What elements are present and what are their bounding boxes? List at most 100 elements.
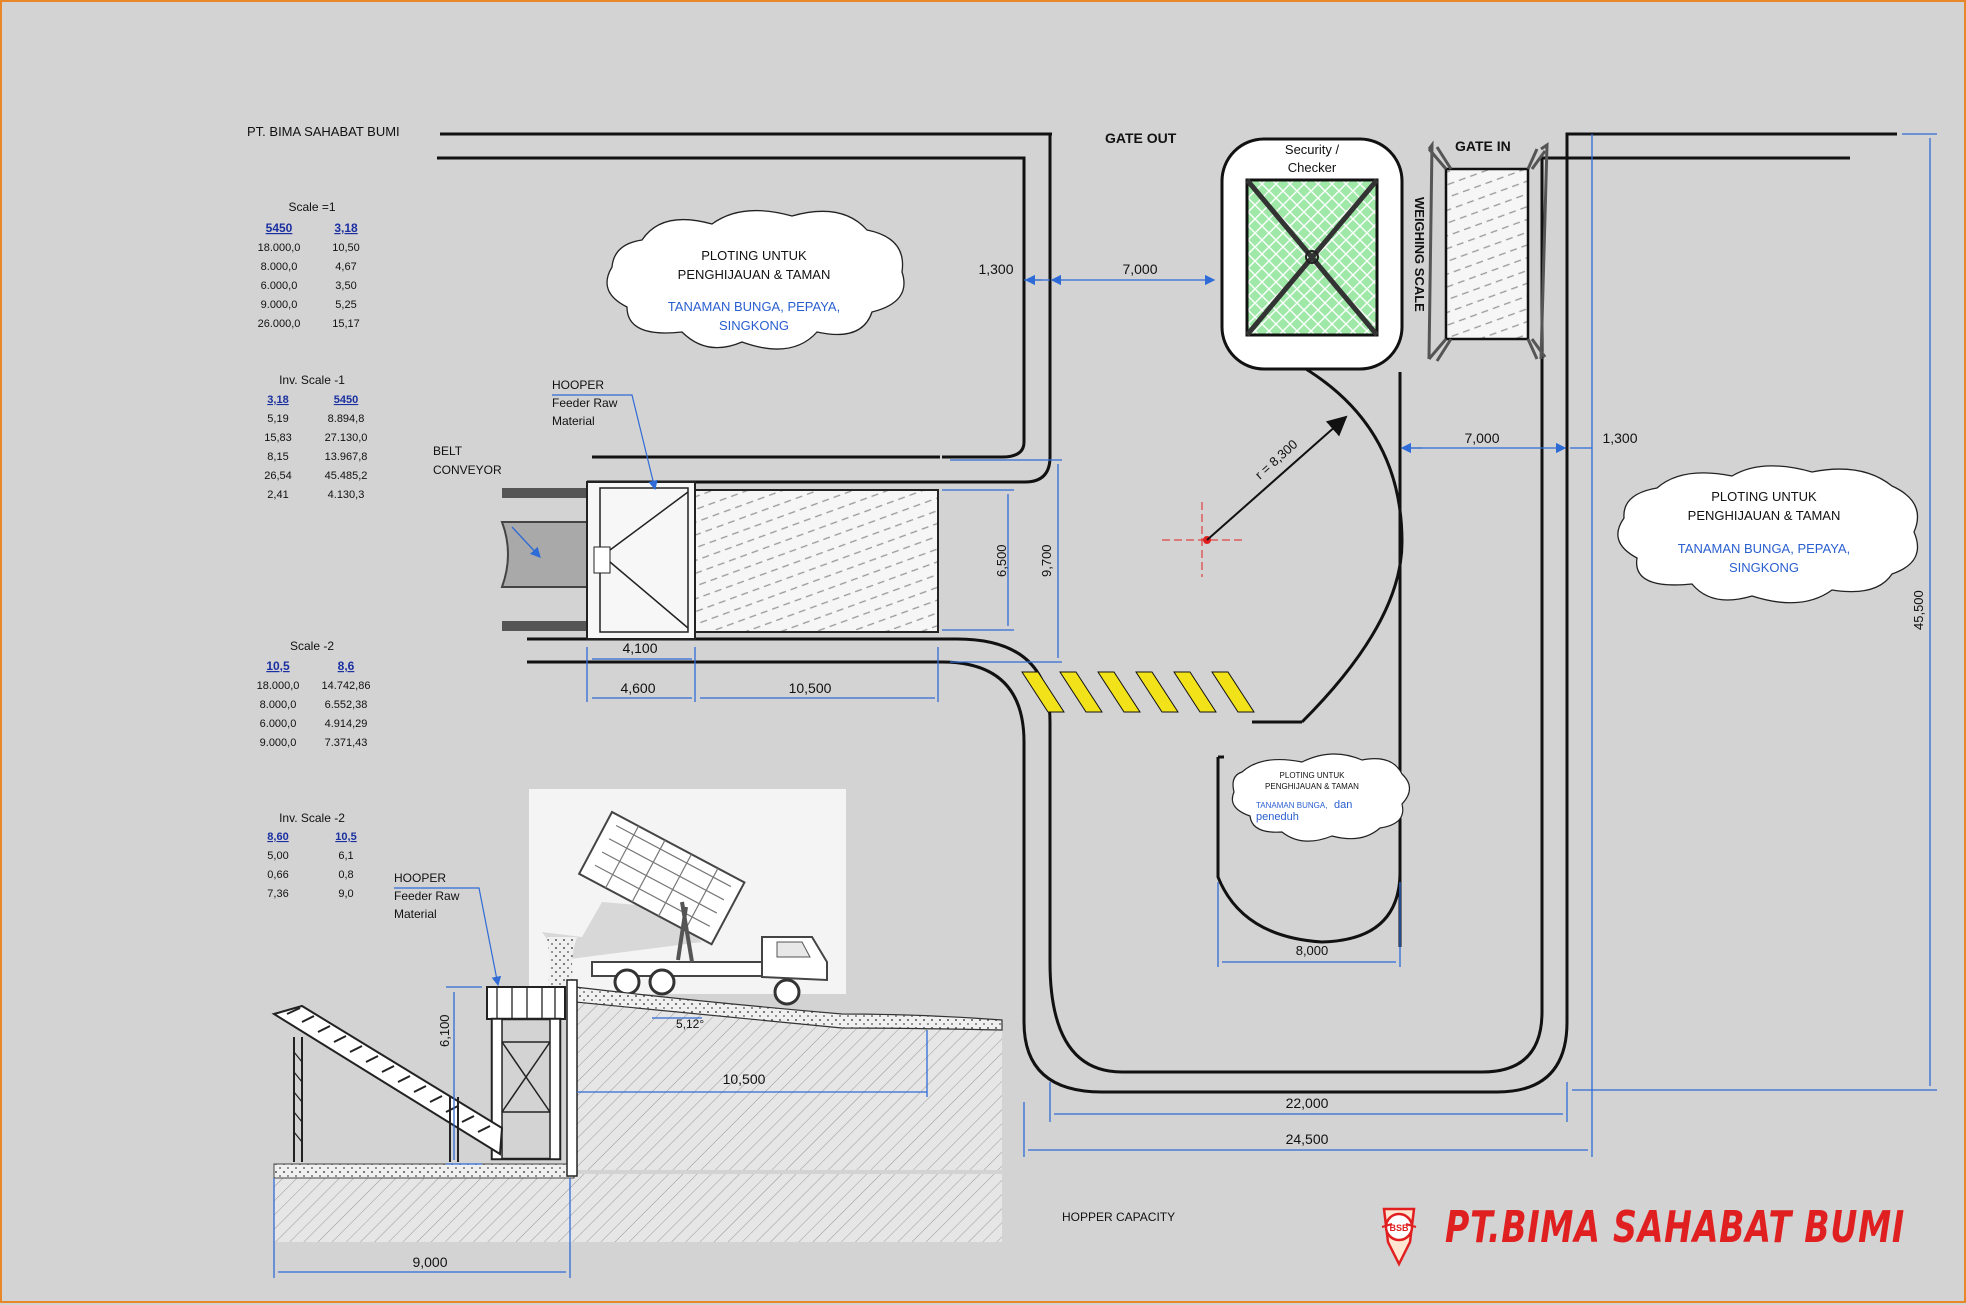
- svg-text:PLOTING UNTUK: PLOTING UNTUK: [1711, 489, 1817, 504]
- svg-text:5,12°: 5,12°: [676, 1017, 704, 1031]
- svg-text:6.552,38: 6.552,38: [325, 699, 368, 711]
- svg-text:TANAMAN BUNGA, PEPAYA,: TANAMAN BUNGA, PEPAYA,: [668, 299, 840, 314]
- company-logo-text: PT.BIMA SAHABAT BUMI: [1445, 1202, 1905, 1253]
- svg-text:15,83: 15,83: [264, 432, 292, 444]
- svg-text:6.000,0: 6.000,0: [260, 718, 297, 730]
- svg-text:24,500: 24,500: [1286, 1131, 1329, 1147]
- hopper-capacity-label: HOPPER CAPACITY: [1062, 1210, 1175, 1224]
- svg-text:18.000,0: 18.000,0: [257, 680, 300, 692]
- svg-text:0,8: 0,8: [338, 869, 353, 881]
- gate-out-label: GATE OUT: [1105, 130, 1177, 146]
- svg-text:peneduh: peneduh: [1256, 811, 1299, 823]
- scale-table-1: Scale =1 5450 3,18 18.000,0 10,50 8.000,…: [258, 200, 360, 330]
- ground-section: [273, 979, 1003, 1242]
- svg-text:r = 8,300: r = 8,300: [1252, 436, 1300, 482]
- svg-text:26,54: 26,54: [264, 470, 292, 482]
- svg-text:SINGKONG: SINGKONG: [1729, 560, 1799, 575]
- svg-text:9,000: 9,000: [412, 1254, 447, 1270]
- svg-text:7,36: 7,36: [267, 888, 288, 900]
- svg-text:4,67: 4,67: [335, 261, 356, 273]
- svg-text:1,300: 1,300: [978, 261, 1013, 277]
- svg-text:10,5: 10,5: [266, 659, 290, 673]
- turn-radius: r = 8,300: [1162, 415, 1348, 577]
- svg-text:WEIGHING SCALE: WEIGHING SCALE: [1412, 197, 1427, 312]
- svg-text:10,500: 10,500: [723, 1071, 766, 1087]
- svg-text:9.000,0: 9.000,0: [260, 737, 297, 749]
- hazard-stripes: [1021, 671, 1255, 713]
- hopper-section-label: HOOPER Feeder Raw Material: [394, 871, 502, 987]
- svg-text:8,000: 8,000: [1296, 943, 1329, 958]
- svg-text:Scale =1: Scale =1: [288, 200, 335, 214]
- svg-text:8.000,0: 8.000,0: [261, 261, 298, 273]
- svg-text:BELT: BELT: [433, 444, 463, 458]
- svg-text:9,700: 9,700: [1039, 544, 1054, 577]
- svg-text:4.914,29: 4.914,29: [325, 718, 368, 730]
- svg-text:6.000,0: 6.000,0: [261, 280, 298, 292]
- svg-text:5450: 5450: [266, 221, 293, 235]
- svg-text:9.000,0: 9.000,0: [261, 299, 298, 311]
- svg-text:HOOPER: HOOPER: [552, 378, 604, 392]
- weighing-scale: WEIGHING SCALE: [1412, 140, 1549, 362]
- plan-dimensions: 1,300 7,000 7,000 1,300 4,100 4,600 10,5…: [586, 133, 1937, 1157]
- svg-text:7,000: 7,000: [1464, 430, 1499, 446]
- svg-text:Feeder Raw: Feeder Raw: [552, 396, 618, 410]
- green-area-cloud-2: PLOTING UNTUK PENGHIJAUAN & TAMAN TANAMA…: [1617, 465, 1919, 604]
- svg-text:5,19: 5,19: [267, 413, 288, 425]
- svg-text:6,1: 6,1: [338, 850, 353, 862]
- svg-text:18.000,0: 18.000,0: [258, 242, 301, 254]
- svg-text:26.000,0: 26.000,0: [258, 318, 301, 330]
- svg-text:6,100: 6,100: [437, 1014, 452, 1047]
- svg-text:Inv. Scale -2: Inv. Scale -2: [279, 811, 345, 825]
- svg-text:TANAMAN BUNGA,: TANAMAN BUNGA,: [1256, 801, 1327, 810]
- svg-text:14.742,86: 14.742,86: [322, 680, 371, 692]
- svg-text:Inv. Scale -1: Inv. Scale -1: [279, 373, 345, 387]
- svg-text:Checker: Checker: [1288, 160, 1337, 175]
- svg-text:PLOTING UNTUK: PLOTING UNTUK: [1280, 771, 1346, 780]
- svg-text:22,000: 22,000: [1286, 1095, 1329, 1111]
- svg-text:8,60: 8,60: [267, 831, 288, 843]
- svg-text:Feeder Raw: Feeder Raw: [394, 889, 460, 903]
- section-dimensions: 6,100 10,500 5,12° 9,000: [273, 986, 928, 1278]
- svg-text:3,18: 3,18: [334, 221, 358, 235]
- scale-table-4: Inv. Scale -2 8,60 10,5 5,00 6,1 0,66 0,…: [267, 811, 356, 900]
- svg-text:7,000: 7,000: [1122, 261, 1157, 277]
- green-area-cloud-3: PLOTING UNTUK PENGHIJAUAN & TAMAN TANAMA…: [1231, 753, 1411, 842]
- svg-text:13.967,8: 13.967,8: [325, 451, 368, 463]
- hopper-section: [486, 986, 566, 1161]
- company-logo: BSB: [1381, 1207, 1417, 1267]
- belt-conveyor-label: BELT CONVEYOR: [433, 444, 502, 477]
- svg-text:TANAMAN BUNGA, PEPAYA,: TANAMAN BUNGA, PEPAYA,: [1678, 541, 1850, 556]
- svg-text:PENGHIJAUAN & TAMAN: PENGHIJAUAN & TAMAN: [1265, 782, 1359, 791]
- svg-text:Scale -2: Scale -2: [290, 639, 334, 653]
- road-outline: [437, 132, 1897, 1094]
- svg-text:2,41: 2,41: [267, 489, 288, 501]
- company-header: PT. BIMA SAHABAT BUMI: [247, 124, 400, 139]
- gate-in-label: GATE IN: [1455, 138, 1511, 154]
- hopper-plan: [500, 481, 939, 640]
- svg-text:PENGHIJAUAN & TAMAN: PENGHIJAUAN & TAMAN: [678, 267, 831, 282]
- svg-text:1,300: 1,300: [1602, 430, 1637, 446]
- svg-text:10,50: 10,50: [332, 242, 360, 254]
- svg-text:15,17: 15,17: [332, 318, 360, 330]
- svg-text:9,0: 9,0: [338, 888, 353, 900]
- svg-text:Material: Material: [394, 907, 437, 921]
- svg-text:5,25: 5,25: [335, 299, 356, 311]
- svg-text:10,500: 10,500: [789, 680, 832, 696]
- svg-text:8.894,8: 8.894,8: [328, 413, 365, 425]
- svg-text:CONVEYOR: CONVEYOR: [433, 463, 502, 477]
- svg-text:dan: dan: [1334, 799, 1352, 811]
- svg-text:7.371,43: 7.371,43: [325, 737, 368, 749]
- belt-arrow: [511, 526, 541, 558]
- svg-text:45,500: 45,500: [1911, 590, 1926, 630]
- svg-text:4,100: 4,100: [622, 640, 657, 656]
- svg-text:4.130,3: 4.130,3: [328, 489, 365, 501]
- svg-text:SINGKONG: SINGKONG: [719, 318, 789, 333]
- belt-conveyor-section: [271, 1004, 504, 1162]
- svg-text:8.000,0: 8.000,0: [260, 699, 297, 711]
- svg-text:6,500: 6,500: [994, 544, 1009, 577]
- svg-text:PLOTING UNTUK: PLOTING UNTUK: [701, 248, 807, 263]
- svg-text:8,15: 8,15: [267, 451, 288, 463]
- svg-text:27.130,0: 27.130,0: [325, 432, 368, 444]
- green-area-cloud-1: PLOTING UNTUK PENGHIJAUAN & TAMAN TANAMA…: [606, 209, 905, 350]
